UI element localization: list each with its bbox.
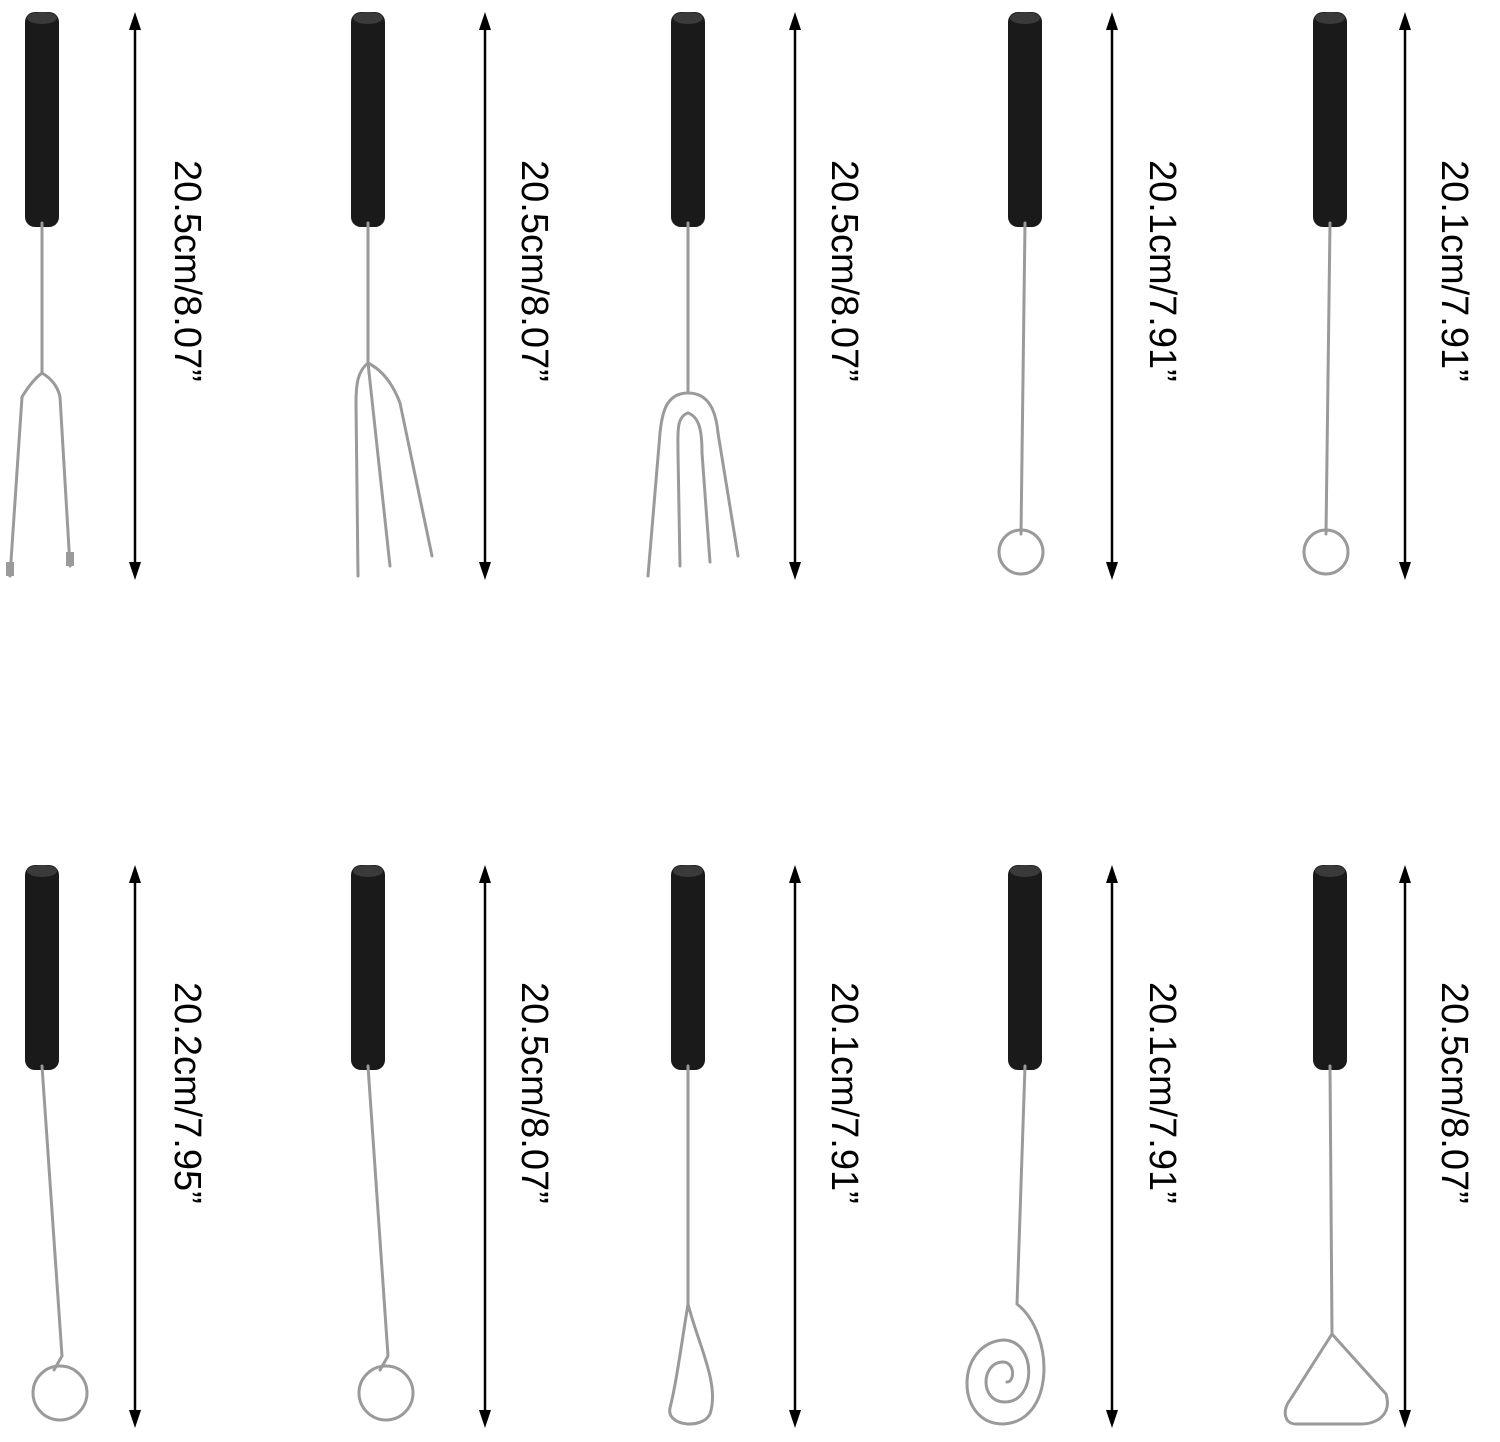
dipping-tool: 20.5cm/8.07” <box>6 12 208 580</box>
dipping-tool: 20.1cm/7.91” <box>997 12 1183 580</box>
prong-wire <box>676 411 690 568</box>
prong-wire <box>366 361 392 568</box>
tool-handle <box>1313 12 1347 227</box>
stem-wire <box>1019 221 1027 536</box>
dipping-tool: 20.1cm/7.91” <box>1302 12 1475 580</box>
spiral-wire <box>965 1302 1046 1426</box>
arrowhead-up-icon <box>789 865 801 883</box>
arrowhead-up-icon <box>129 865 141 883</box>
length-label: 20.5cm/8.07” <box>513 982 555 1204</box>
length-label: 20.5cm/8.07” <box>1433 982 1475 1204</box>
length-label: 20.1cm/7.91” <box>823 982 865 1204</box>
prong-wire <box>8 371 44 578</box>
handle-cap <box>353 865 383 877</box>
arrowhead-down-icon <box>789 562 801 580</box>
tool-handle <box>1008 12 1042 227</box>
handle-cap <box>1010 865 1040 877</box>
arrowhead-up-icon <box>1106 865 1118 883</box>
loop-wire <box>997 528 1045 576</box>
length-label: 20.1cm/7.91” <box>1141 160 1183 382</box>
arrowhead-down-icon <box>1106 1410 1118 1428</box>
length-label: 20.2cm/7.95” <box>166 982 208 1204</box>
stem-wire <box>1328 1064 1334 1336</box>
prong-wire <box>40 371 72 568</box>
arrowhead-up-icon <box>789 12 801 30</box>
tool-handle <box>1313 865 1347 1070</box>
dipping-tool: 20.5cm/8.07” <box>1283 865 1475 1428</box>
arrowhead-down-icon <box>789 1410 801 1428</box>
tool-handle <box>671 12 705 227</box>
dipping-tool: 20.5cm/8.07” <box>646 12 865 580</box>
arrowhead-up-icon <box>129 12 141 30</box>
stem-wire <box>1015 1064 1027 1306</box>
arrowhead-up-icon <box>479 865 491 883</box>
handle-cap <box>1010 12 1040 24</box>
arrowhead-down-icon <box>129 1410 141 1428</box>
length-label: 20.1cm/7.91” <box>1433 160 1475 382</box>
arrowhead-up-icon <box>1399 865 1411 883</box>
arrowhead-down-icon <box>479 562 491 580</box>
prong-tip <box>6 562 14 576</box>
prong-tip <box>66 552 74 566</box>
loop-wire <box>1302 528 1350 576</box>
handle-cap <box>673 865 703 877</box>
loop-wire <box>31 1364 89 1422</box>
prong-wire <box>646 391 690 578</box>
stem-wire <box>1324 221 1332 536</box>
handle-cap <box>1315 865 1345 877</box>
arrowhead-up-icon <box>479 12 491 30</box>
tool-handle <box>351 865 385 1070</box>
handle-cap <box>673 12 703 24</box>
tool-handle <box>1008 865 1042 1070</box>
tool-handle <box>25 12 59 227</box>
prong-wire <box>354 361 370 578</box>
dipping-tool: 20.5cm/8.07” <box>351 12 555 580</box>
arrowhead-down-icon <box>479 1410 491 1428</box>
handle-cap <box>27 12 57 24</box>
tool-handle <box>25 865 59 1070</box>
arrowhead-up-icon <box>1106 12 1118 30</box>
handle-cap <box>27 865 57 877</box>
prong-wire <box>686 411 712 564</box>
loop-wire <box>1283 1332 1389 1426</box>
arrowhead-down-icon <box>1399 562 1411 580</box>
handle-cap <box>353 12 383 24</box>
dipping-tool: 20.1cm/7.91” <box>965 865 1183 1428</box>
arrowhead-down-icon <box>1399 1410 1411 1428</box>
handle-cap <box>1315 12 1345 24</box>
prong-wire <box>366 361 434 558</box>
length-label: 20.5cm/8.07” <box>166 160 208 382</box>
length-label: 20.5cm/8.07” <box>513 160 555 382</box>
length-label: 20.5cm/8.07” <box>823 160 865 382</box>
loop-wire <box>668 1302 715 1426</box>
prong-wire <box>686 391 740 558</box>
dipping-tool: 20.5cm/8.07” <box>351 865 555 1428</box>
tool-handle <box>671 865 705 1070</box>
arrowhead-down-icon <box>129 562 141 580</box>
length-label: 20.1cm/7.91” <box>1141 982 1183 1204</box>
dipping-tool: 20.2cm/7.95” <box>25 865 208 1428</box>
dipping-tool: 20.1cm/7.91” <box>668 865 865 1428</box>
tool-handle <box>351 12 385 227</box>
arrowhead-up-icon <box>1399 12 1411 30</box>
loop-wire <box>357 1364 415 1422</box>
arrowhead-down-icon <box>1106 562 1118 580</box>
